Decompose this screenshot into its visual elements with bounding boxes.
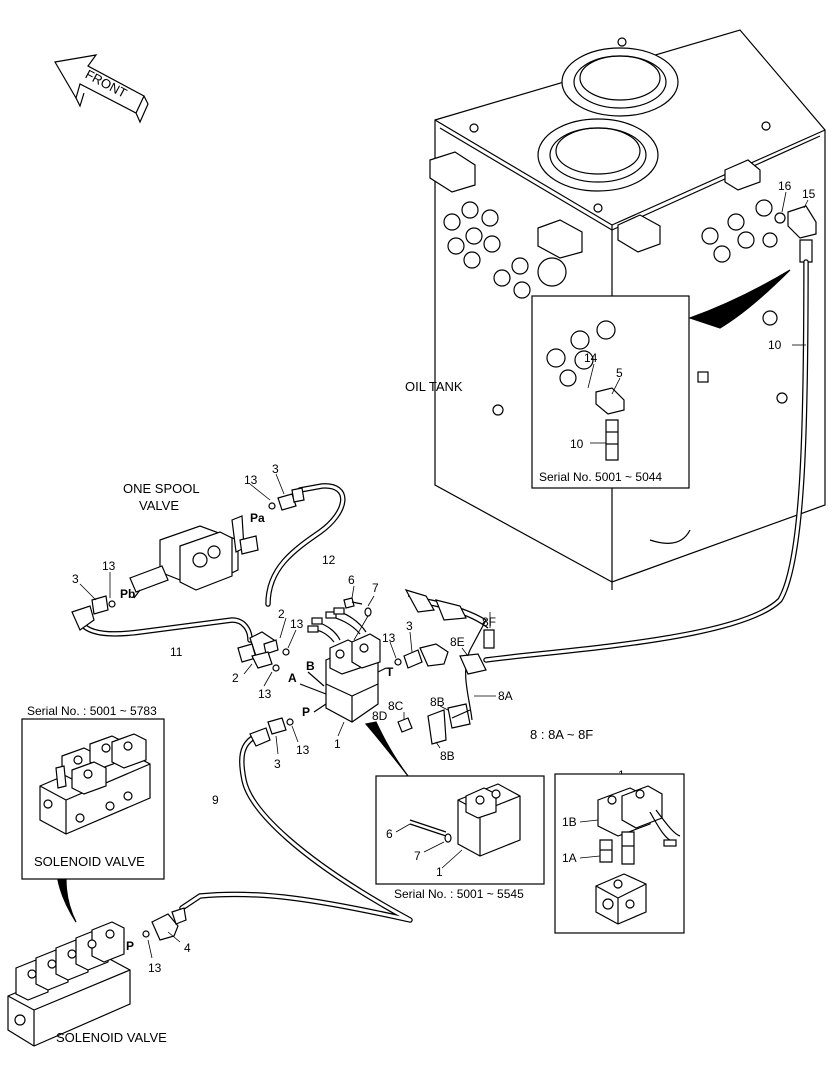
port-pa-fittings: Pa 13 3: [244, 462, 305, 525]
port-pa-label: Pa: [250, 511, 265, 525]
port-pb-label: Pb: [120, 587, 135, 601]
callout-6-inset: 6: [386, 827, 393, 841]
callout-5: 5: [616, 366, 623, 380]
left-inset-label: SOLENOID VALVE: [34, 854, 145, 869]
callout-9: 9: [212, 793, 219, 807]
port-pb-fittings: Pb 3 13: [71, 559, 135, 631]
callout-8b-top: 8B: [430, 695, 445, 709]
bolt-6-washer-7: 6 7: [343, 573, 379, 641]
tank-ports-left: [443, 201, 567, 299]
port-p-bottom-label: P: [126, 939, 134, 953]
callout-8e: 8E: [450, 635, 465, 649]
tank-return-fitting: 16 15: [774, 179, 817, 263]
callout-10: 10: [768, 338, 782, 352]
one-spool-valve: ONE SPOOL VALVE: [123, 481, 259, 599]
port-p-fittings: P 13 3: [249, 703, 327, 771]
callout-1a: 1A: [562, 851, 577, 865]
port-p-label: P: [302, 705, 310, 719]
callout-8b-bottom: 8B: [440, 749, 455, 763]
tank-opening-rear: [561, 47, 679, 117]
callout-2-low: 2: [232, 671, 239, 685]
bottom-solenoid-valve-label: SOLENOID VALVE: [56, 1030, 167, 1045]
port-t-label: T: [386, 665, 394, 679]
callout-11: 11: [170, 645, 183, 659]
callout-3-top: 3: [272, 462, 279, 476]
hose-9: 9: [179, 733, 413, 923]
hose-12: 12: [265, 483, 346, 607]
callout-13-t: 13: [382, 631, 396, 645]
callout-12: 12: [322, 553, 336, 567]
main-solenoid-valve: 1: [307, 607, 381, 751]
right-exploded-inset: 1 1B 1A: [554, 768, 685, 934]
bracket-8b: 8B 8C 8D 8B: [372, 695, 471, 763]
one-spool-valve-label-line1: ONE SPOOL: [123, 481, 200, 496]
front-arrow: FRONT: [54, 54, 149, 124]
callout-7: 7: [372, 581, 379, 595]
port-ba-fittings: B A 2 13 2 13: [232, 607, 327, 701]
callout-13-mid: 13: [290, 617, 304, 631]
callout-6: 6: [348, 573, 355, 587]
note-8-range: 8 : 8A ~ 8F: [530, 727, 593, 742]
bottom-solenoid-valve: SOLENOID VALVE P 13 4: [7, 907, 191, 1047]
callout-8a: 8A: [498, 689, 513, 703]
callout-16: 16: [778, 179, 792, 193]
callout-1-inset: 1: [436, 865, 443, 879]
callout-13-left: 13: [102, 559, 116, 573]
left-solenoid-inset: Serial No. : 5001 ~ 5783 SOLENOID VALVE: [21, 704, 165, 923]
callout-10-inset: 10: [570, 437, 584, 451]
hose-11: 11: [79, 617, 253, 659]
callout-3-left: 3: [72, 572, 79, 586]
callout-7-inset: 7: [414, 849, 421, 863]
center-inset-serial: Serial No. : 5001 ~ 5545: [394, 887, 524, 901]
tank-inset-serial: Serial No. 5001 ~ 5044: [539, 470, 662, 484]
tank-opening-front: [537, 118, 659, 192]
harness-8a: 8A 8F 8E: [404, 589, 513, 721]
center-inset: 6 7 1 Serial No. : 5001 ~ 5545: [364, 721, 545, 901]
port-b-label: B: [306, 659, 315, 673]
callout-14: 14: [584, 351, 598, 365]
left-inset-serial: Serial No. : 5001 ~ 5783: [27, 704, 157, 718]
one-spool-valve-label-line2: VALVE: [139, 498, 179, 513]
callout-4: 4: [184, 941, 191, 955]
callout-1-main: 1: [334, 737, 341, 751]
callout-8f: 8F: [482, 615, 496, 629]
callout-13-p: 13: [296, 743, 310, 757]
oil-tank-label: OIL TANK: [405, 379, 463, 394]
tank-ports-right: [701, 199, 778, 263]
callout-15: 15: [802, 187, 816, 201]
port-a-label: A: [288, 671, 297, 685]
callout-13-bottom: 13: [148, 961, 162, 975]
callout-8c: 8C: [388, 699, 404, 713]
callout-3-p: 3: [274, 757, 281, 771]
hose-10: 10: [483, 259, 809, 663]
callout-1b: 1B: [562, 815, 577, 829]
callout-2-up: 2: [278, 607, 285, 621]
callout-13-top: 13: [244, 473, 258, 487]
callout-8d: 8D: [372, 709, 388, 723]
tank-inset: 14 5 10 Serial No. 5001 ~ 5044: [531, 269, 791, 489]
port-t-fittings: T 13 3: [377, 619, 449, 679]
callout-3-t: 3: [406, 619, 413, 633]
callout-13-low: 13: [258, 687, 272, 701]
